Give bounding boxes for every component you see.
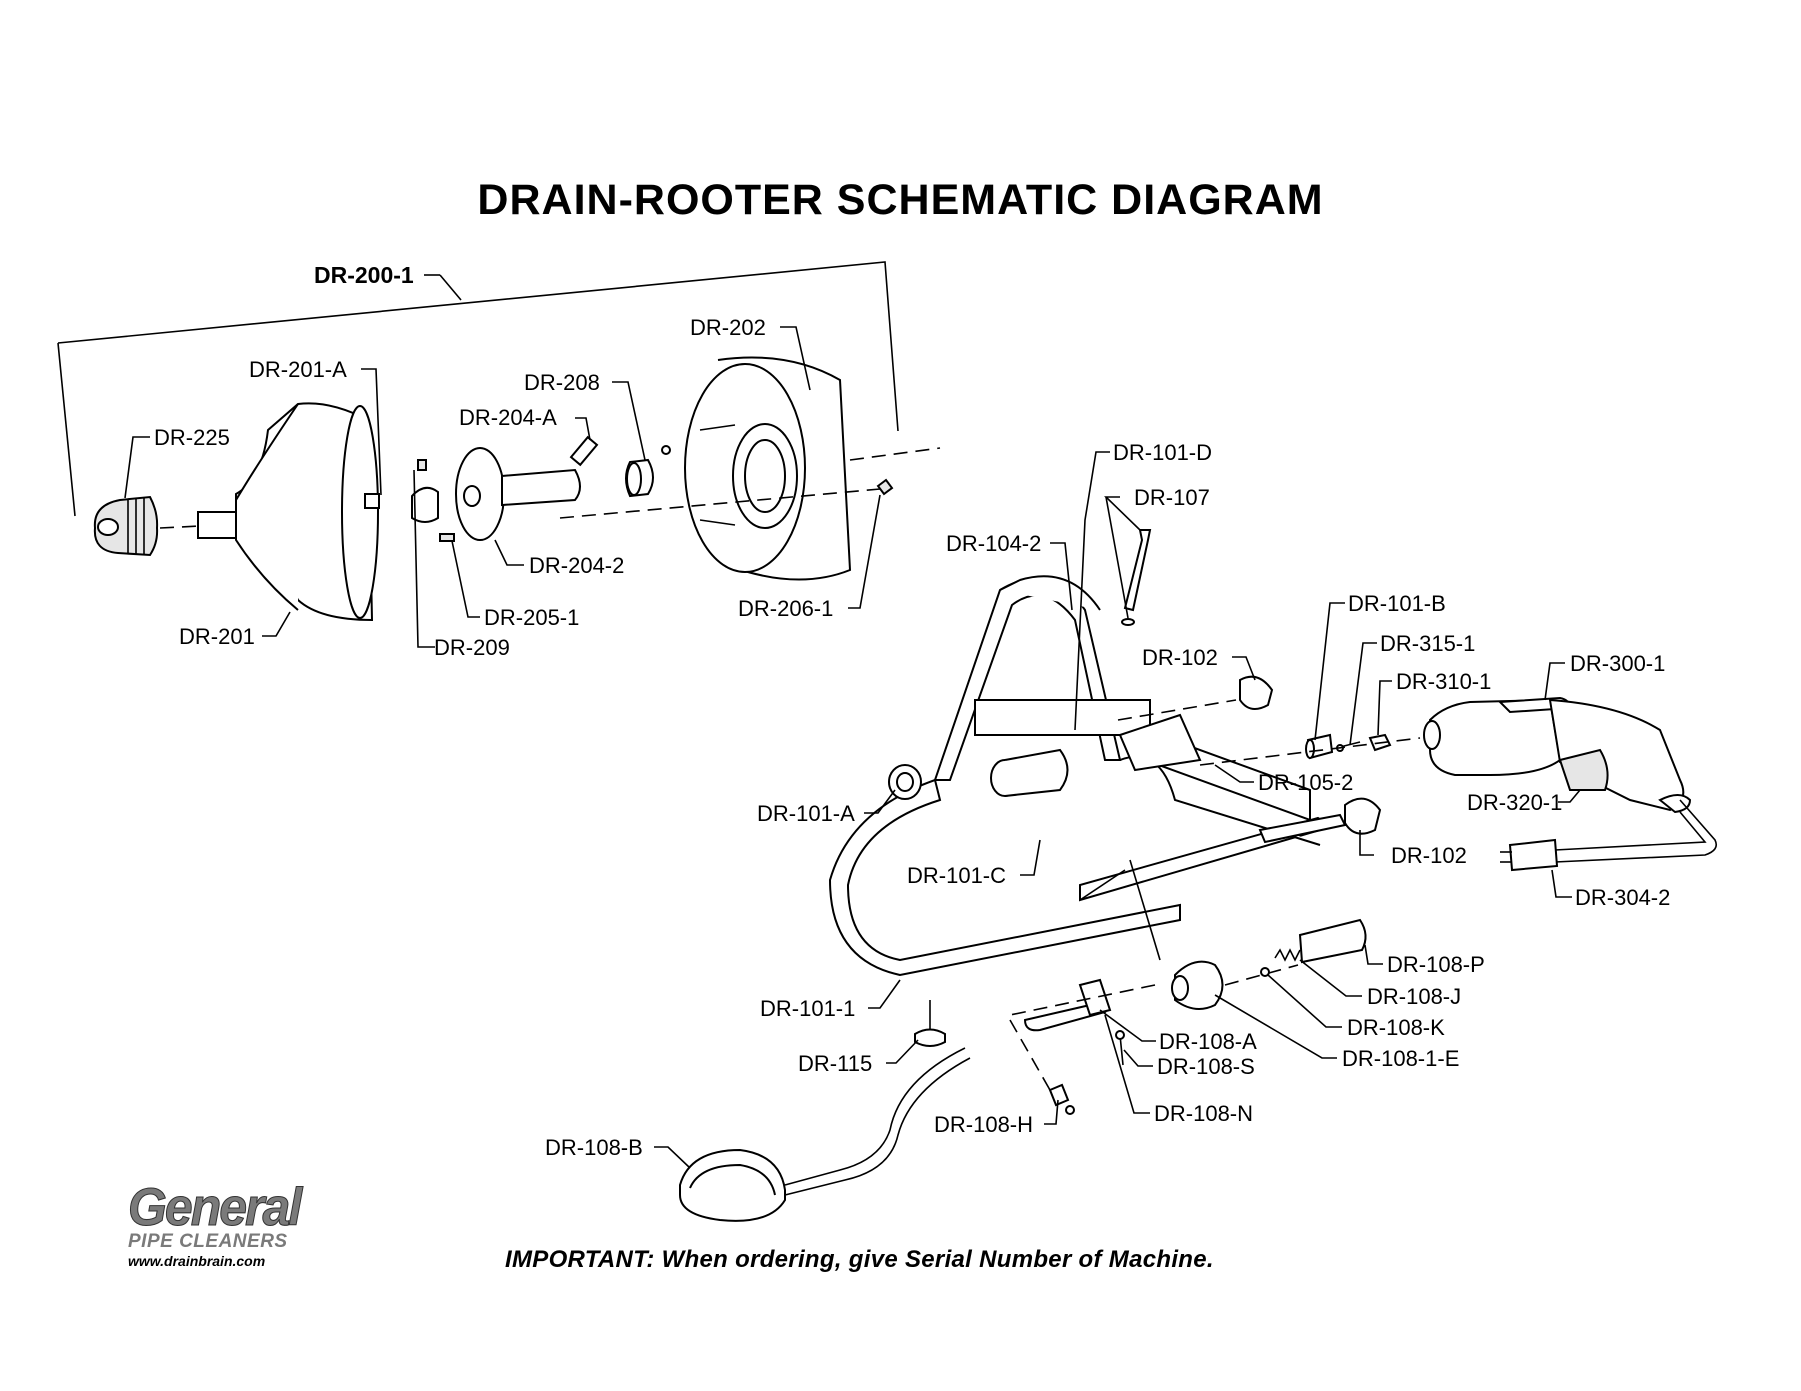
tube-dr-101-c [990, 748, 1069, 797]
ball-dr-108-k [1260, 967, 1270, 977]
bumper-dr-102-top [1117, 675, 1274, 721]
assembly-label-dr-200-1: DR-200-1 [314, 262, 414, 288]
part-label-dr-320-1: DR-320-1 [1467, 790, 1562, 815]
drill-motor-dr-300-1 [1423, 696, 1692, 814]
part-label-dr-208: DR-208 [524, 370, 600, 395]
part-label-dr-101-d: DR-101-D [1113, 440, 1212, 465]
part-label-dr-204-a: DR-204-A [459, 405, 557, 430]
collar-dr-208 [569, 435, 671, 498]
part-label-dr-209: DR-209 [434, 635, 510, 660]
foot-dr-115 [914, 1000, 946, 1047]
part-label-dr-206-1: DR-206-1 [738, 596, 833, 621]
brand-logo: General PIPE CLEANERS www.drainbrain.com [128, 1177, 318, 1270]
part-label-dr-115: DR-115 [798, 1051, 872, 1076]
part-label-dr-201: DR-201 [179, 624, 255, 649]
part-label-dr-105-2: DR-105-2 [1258, 770, 1353, 795]
drum-cone-dr-201 [197, 402, 380, 622]
part-label-dr-107: DR-107 [1134, 485, 1210, 510]
part-label-dr-101-c: DR-101-C [907, 863, 1006, 888]
part-label-dr-102-bottom: DR-102 [1391, 843, 1467, 868]
foot-pedal-dr-108-b [679, 1047, 971, 1222]
part-label-dr-108-n: DR-108-N [1154, 1101, 1253, 1126]
bumper-dr-102-bottom [1258, 797, 1382, 844]
spring-dr-108-j [1274, 948, 1301, 962]
part-label-dr-225: DR-225 [154, 425, 230, 450]
part-label-dr-108-b: DR-108-B [545, 1135, 643, 1160]
part-label-dr-108-k: DR-108-K [1347, 1015, 1445, 1040]
part-label-dr-101-a: DR-101-A [757, 801, 855, 826]
bushing-dr-101-b [1305, 733, 1334, 760]
part-label-dr-108-p: DR-108-P [1387, 952, 1485, 977]
part-label-dr-108-h: DR-108-H [934, 1112, 1033, 1137]
leader-lines [124, 326, 1581, 1169]
part-label-dr-108-j: DR-108-J [1367, 984, 1461, 1009]
part-label-dr-202: DR-202 [690, 315, 766, 340]
part-label-dr-101-b: DR-101-B [1348, 591, 1446, 616]
bushing-dr-101-a [888, 764, 922, 800]
part-label-dr-315-1: DR-315-1 [1380, 631, 1475, 656]
chuck-dr-225 [93, 495, 159, 557]
logo-brand-name: General [128, 1177, 303, 1237]
assembly-bracket [57, 261, 899, 517]
part-label-dr-108-1-e: DR-108-1-E [1342, 1046, 1459, 1071]
part-label-dr-104-2: DR-104-2 [946, 531, 1041, 556]
logo-url: www.drainbrain.com [128, 1253, 266, 1269]
cord-dr-304-2 [1500, 799, 1718, 872]
hub-dr-209 [411, 459, 439, 523]
part-label-dr-300-1: DR-300-1 [1570, 651, 1665, 676]
part-label-dr-205-1: DR-205-1 [484, 605, 579, 630]
part-label-dr-101-1: DR-101-1 [760, 996, 855, 1021]
logo-tagline: PIPE CLEANERS [128, 1231, 288, 1252]
drum-dr-202 [684, 356, 894, 581]
flange-dr-204-2 [439, 447, 581, 542]
part-label-dr-102-top: DR-102 [1142, 645, 1218, 670]
part-label-dr-310-1: DR-310-1 [1396, 669, 1491, 694]
bracket-dr-108-a [1023, 978, 1112, 1032]
clip-dr-108-h [1048, 1083, 1075, 1115]
part-label-dr-108-a: DR-108-A [1159, 1029, 1257, 1054]
part-label-dr-201-a: DR-201-A [249, 357, 347, 382]
part-label-dr-108-s: DR-108-S [1157, 1054, 1255, 1079]
switch-dr-108-1-e [1171, 918, 1367, 1010]
part-label-dr-304-2: DR-304-2 [1575, 885, 1670, 910]
bolt-dr-107 [1121, 529, 1152, 626]
part-label-dr-204-2: DR-204-2 [529, 553, 624, 578]
diagram-title: DRAIN-ROOTER SCHEMATIC DIAGRAM [477, 176, 1324, 224]
ordering-notice: IMPORTANT: When ordering, give Serial Nu… [505, 1246, 1214, 1273]
frame-dr-101-1 [828, 575, 1324, 977]
screw-dr-108-s [1115, 1030, 1125, 1066]
